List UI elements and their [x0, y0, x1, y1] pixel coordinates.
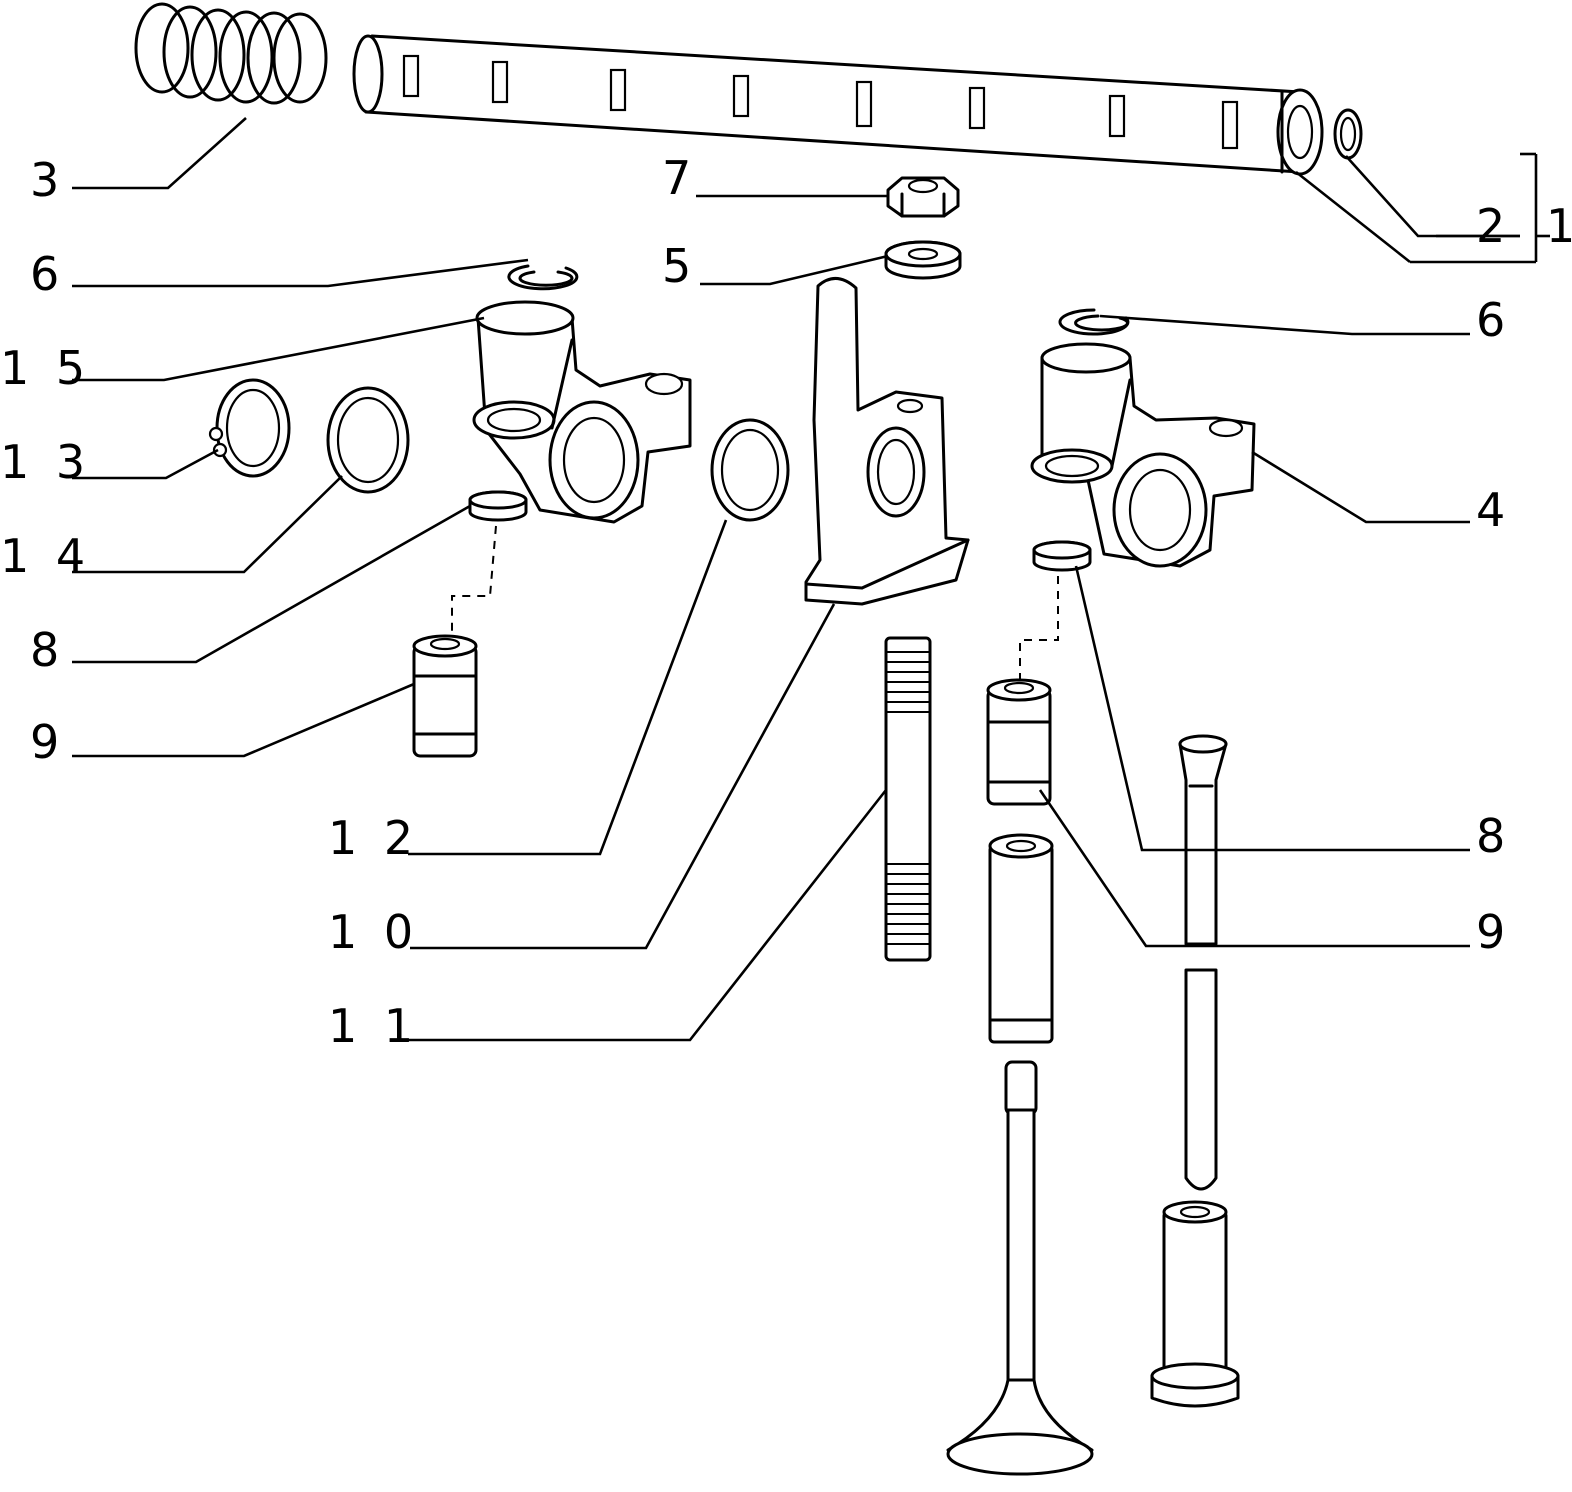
nut-part	[886, 176, 960, 218]
callout-12: 1 2	[328, 811, 419, 865]
circlip-left-part	[507, 264, 579, 291]
pad-left-part	[468, 490, 528, 522]
circlip-right-part	[1058, 308, 1130, 336]
callout-9-left: 9	[30, 715, 65, 769]
callout-8-right: 8	[1476, 809, 1511, 863]
seal-ring-12-part	[710, 418, 790, 522]
callout-4: 4	[1476, 483, 1511, 537]
washer-part	[884, 240, 962, 280]
callout-3: 3	[30, 153, 65, 207]
callout-labels: 3 7 2 1 6 5 6 1 5 1 3 4 1 4 8 9 1 2 8 1 …	[0, 151, 1572, 1053]
shaft-end-plug-part	[1333, 108, 1363, 160]
callout-2: 2	[1476, 199, 1511, 253]
stud-part	[884, 636, 932, 962]
valve-guide-part	[988, 833, 1054, 1044]
snap-ring-part	[208, 378, 291, 478]
callout-6-right: 6	[1476, 293, 1511, 347]
coil-spring-part	[134, 2, 328, 105]
callout-5: 5	[662, 239, 697, 293]
callout-1: 1	[1546, 199, 1572, 253]
assembly-guide-lines	[451, 525, 1059, 684]
callout-8-left: 8	[30, 623, 65, 677]
pad-right-part	[1032, 540, 1092, 572]
callout-9-right: 9	[1476, 905, 1511, 959]
callout-11: 1 1	[328, 999, 419, 1053]
seal-ring-14-part	[326, 386, 410, 494]
rocker-shaft-part	[352, 34, 1324, 176]
leader-lines	[72, 117, 1550, 1042]
rocker-arm-left-part	[472, 300, 692, 524]
callout-13: 1 3	[0, 435, 91, 489]
callout-7: 7	[662, 151, 697, 205]
callout-10: 1 0	[328, 905, 419, 959]
tappet-right-part	[986, 678, 1052, 806]
callout-15: 1 5	[0, 341, 91, 395]
callout-6-left: 6	[30, 247, 65, 301]
callout-14: 1 4	[0, 529, 91, 583]
tappet-left-part	[412, 634, 478, 758]
rocker-arm-right-part	[1030, 342, 1256, 568]
pushrod-part	[1150, 734, 1240, 1408]
rocker-support-bracket-part	[804, 277, 970, 606]
valve-part	[946, 1060, 1094, 1476]
